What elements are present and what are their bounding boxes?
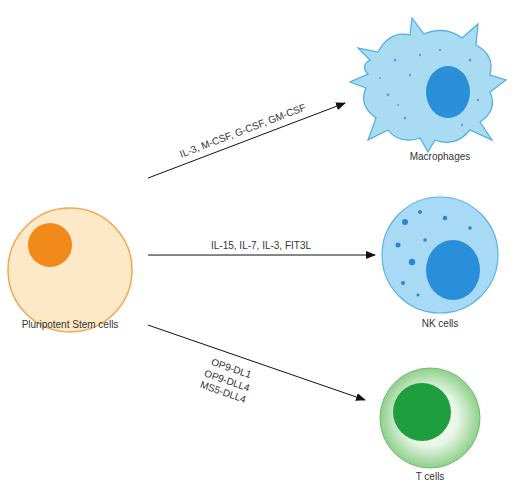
cell-label: NK cells bbox=[375, 318, 505, 329]
cell-label: T cells bbox=[365, 471, 495, 482]
cytokine-label: OP9-DL1 OP9-DLL4 MS5-DLL4 bbox=[197, 355, 257, 407]
cell-label: Pluripotent Stem cells bbox=[8, 319, 132, 330]
arrow-connector bbox=[148, 103, 345, 178]
cell-label: Macrophages bbox=[345, 151, 514, 162]
cell-node: Macrophages bbox=[345, 15, 510, 170]
t-cell bbox=[380, 368, 480, 468]
cytokine-label: IL-15, IL-7, IL-3, FIT3L bbox=[211, 240, 311, 253]
cell-node: Pluripotent Stem cells bbox=[8, 170, 148, 345]
cell-node: T cells bbox=[365, 362, 500, 487]
cytokine-label: IL-3, M-CSF, G-CSF, GM-CSF bbox=[178, 102, 308, 161]
arrow-connector bbox=[148, 255, 375, 256]
arrow-connector bbox=[148, 325, 365, 400]
cell-node: NK cells bbox=[375, 192, 510, 332]
stem-cell bbox=[8, 208, 132, 332]
nk-cell bbox=[382, 197, 498, 313]
macrophage-cell bbox=[350, 18, 506, 152]
